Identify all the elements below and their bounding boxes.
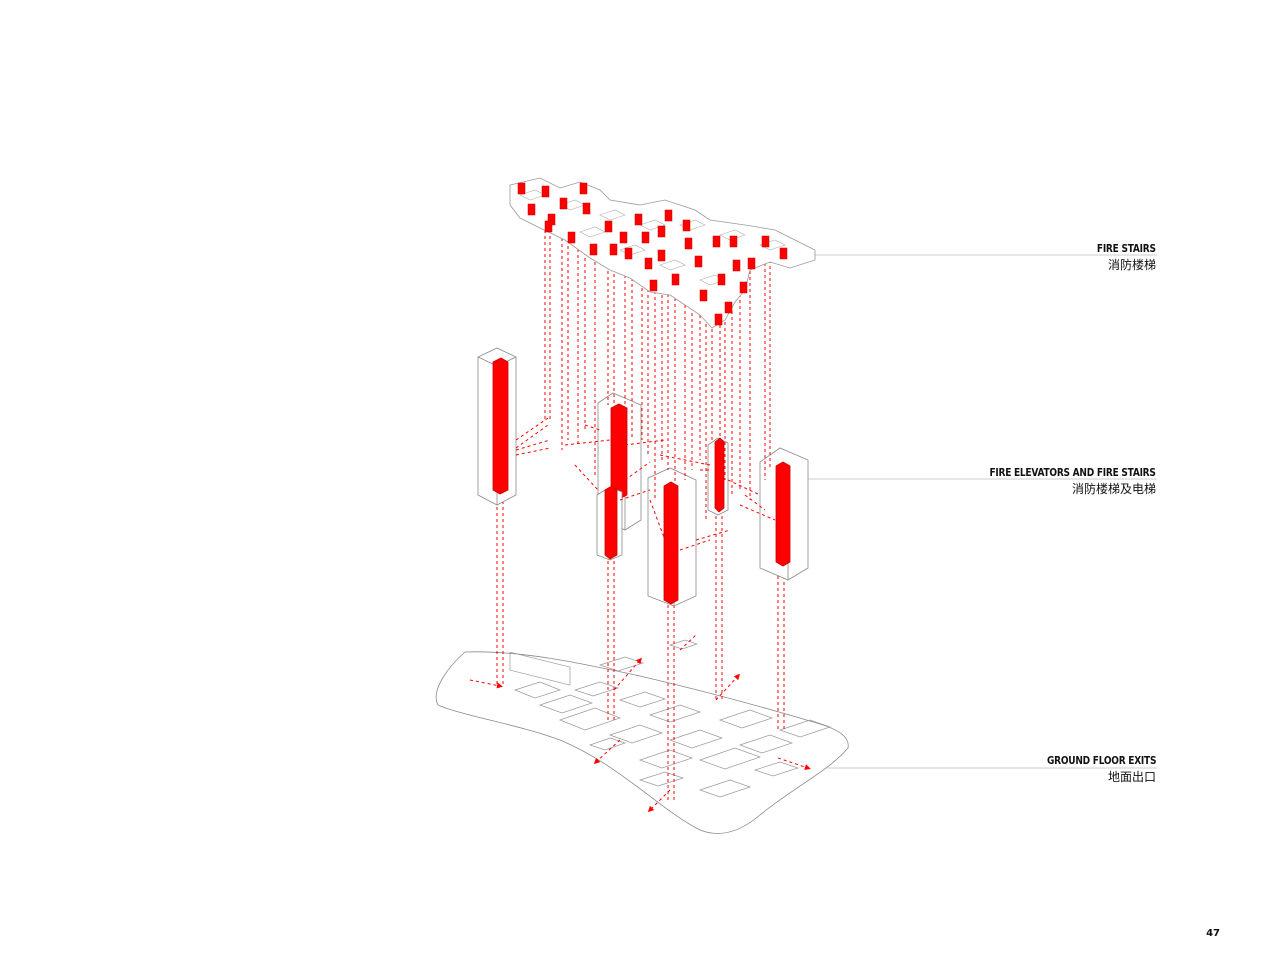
label-fire-stairs-en: FIRE STAIRS xyxy=(1097,242,1156,255)
page-number: 47 xyxy=(1206,928,1220,939)
tower-connectors xyxy=(515,417,776,551)
fire-core-6 xyxy=(775,461,791,567)
stair-connections xyxy=(544,210,771,520)
label-fire-stairs: FIRE STAIRS 消防楼梯 xyxy=(1084,241,1156,273)
label-fire-elevators: FIRE ELEVATORS AND FIRE STAIRS 消防楼梯及电梯 xyxy=(953,465,1156,497)
ground-connections xyxy=(469,495,811,813)
leader-lines xyxy=(790,254,1157,769)
label-ground-exits-en: GROUND FLOOR EXITS xyxy=(1046,754,1156,767)
tower-6 xyxy=(759,447,809,581)
fire-core-4 xyxy=(663,481,679,605)
fire-stair-cores xyxy=(517,182,788,326)
label-fire-elevators-zh: 消防楼梯及电梯 xyxy=(1071,482,1156,496)
label-fire-stairs-zh: 消防楼梯 xyxy=(1107,258,1156,272)
tower-3 xyxy=(596,485,623,561)
label-fire-elevators-en: FIRE ELEVATORS AND FIRE STAIRS xyxy=(989,466,1156,479)
tower-2 xyxy=(597,392,642,531)
fire-core-2 xyxy=(610,403,628,500)
tower-4 xyxy=(647,467,697,607)
tower-1 xyxy=(477,347,517,506)
ground-building-footprints xyxy=(509,639,832,798)
tower-5 xyxy=(707,437,729,516)
fire-core-3 xyxy=(604,485,618,560)
ground-floor-plate xyxy=(435,639,849,834)
fire-core-1 xyxy=(492,357,509,495)
fire-core-5 xyxy=(714,437,725,513)
label-ground-exits-zh: 地面出口 xyxy=(1107,770,1156,784)
label-ground-exits: GROUND FLOOR EXITS 地面出口 xyxy=(1023,753,1156,785)
towers xyxy=(477,347,809,607)
